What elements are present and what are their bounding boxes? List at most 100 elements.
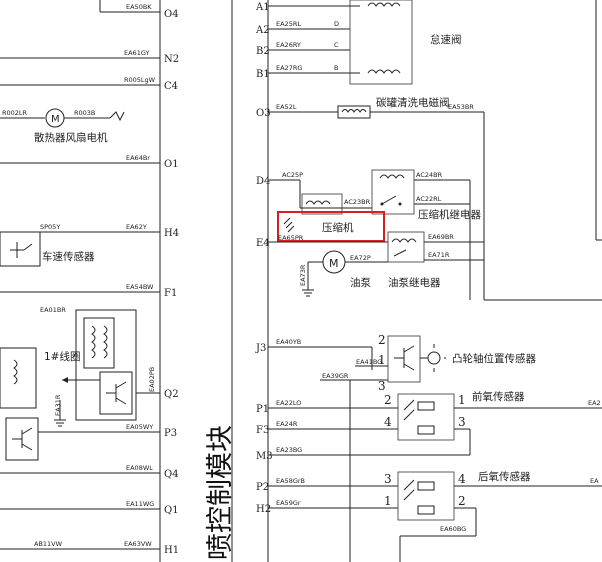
label-ea60: EA60BG [440, 525, 466, 533]
idle-valve-label: 怠速阀 [430, 33, 462, 46]
canister-valve-label: 碳罐清洗电磁阀 [376, 96, 450, 109]
pin-Q1: Q1 [164, 505, 179, 516]
compressor-relay-box [371, 169, 415, 215]
cam-sensor-symbol [427, 351, 441, 365]
pin-O1: O1 [164, 159, 179, 170]
rear-o2-icon [403, 479, 415, 501]
pin-H4: H4 [164, 228, 179, 239]
idle-pin-B: B [334, 64, 338, 72]
front-o2-pin-4: 4 [384, 415, 392, 429]
label-ea26: EA26RY [276, 41, 301, 49]
label-ac24: AC24BR [416, 171, 443, 179]
cam-sensor-label: 凸轮轴位置传感器 [452, 352, 536, 365]
oil-pump-relay-box [387, 231, 425, 263]
label-ab11: AB11VW [34, 540, 63, 548]
label-ea24: EA24R [276, 420, 298, 428]
label-ea01: EA01BR [40, 306, 66, 314]
injector-transistor-icon [12, 427, 33, 451]
oil-pump-ground-icon [302, 289, 314, 297]
front-o2-pin-2: 2 [384, 393, 392, 407]
transistor-icon [10, 242, 33, 258]
injector-driver-box [5, 417, 39, 461]
pin-C4: C4 [164, 81, 178, 92]
label-ea52: EA52L [276, 103, 297, 111]
label-ea27: EA27RG [276, 64, 302, 72]
pin-F3: F3 [256, 425, 269, 436]
oil-pump-coil-icon [391, 238, 417, 243]
label-ea62: EA62Y [126, 223, 147, 231]
ground-icon [109, 111, 125, 122]
ground-icon-2 [54, 419, 66, 427]
pin-H1: H1 [164, 545, 179, 556]
rear-o2-heater [417, 505, 435, 515]
front-o2-label: 前氧传感器 [472, 390, 525, 403]
front-o2-icon [403, 399, 415, 421]
compressor-highlight [277, 211, 385, 242]
fan-motor-m: M [51, 114, 60, 125]
label-ea73: EA73R [299, 264, 307, 286]
front-o2-element [417, 401, 435, 411]
rear-o2-pin-2: 2 [458, 494, 466, 508]
label-ea23: EA23BG [276, 446, 302, 454]
label-r005: R005LgW [124, 76, 156, 84]
compressor-relay-label: 压缩机继电器 [418, 208, 481, 221]
speed-sensor-label: 车速传感器 [42, 250, 95, 263]
oil-pump-switch-icon [393, 249, 407, 257]
coil-primary-icon [91, 325, 96, 359]
coil-inner-box [83, 317, 115, 369]
pin-N2: N2 [164, 54, 179, 65]
label-ea54: EA54BW [126, 283, 154, 291]
cam-sensor-transistor-icon [394, 345, 415, 371]
pin-J3: J3 [255, 343, 266, 354]
label-ea69: EA69BR [428, 233, 454, 241]
rear-o2-box [397, 471, 455, 521]
label-ea53: EA53BR [448, 103, 474, 111]
speed-sensor-box [0, 231, 41, 267]
injector-box-left [0, 347, 37, 409]
label-ea41: EA41BG [356, 358, 382, 366]
arrow-icon [62, 377, 68, 383]
cam-pin-3: 3 [378, 379, 386, 393]
coil-assembly-box [75, 309, 137, 421]
coil-secondary-icon [103, 325, 108, 359]
label-ea59: EA59Gr [276, 499, 301, 507]
label-ac25: AC25P [282, 171, 303, 179]
label-sp05: SP05Y [40, 223, 60, 231]
pin-P3: P3 [164, 428, 177, 439]
rear-o2-pin-1: 1 [384, 494, 392, 508]
compressor-coil-icon [305, 200, 331, 205]
switch-contact-b [398, 202, 402, 206]
cam-pin-1: 1 [378, 353, 386, 367]
label-ea02: EA02PB [148, 367, 156, 392]
idle-coil-bottom-icon [367, 69, 401, 74]
pin-A2: A2 [255, 25, 270, 36]
coil1-label: 1#线圈 [44, 350, 80, 363]
rear-o2-label: 后氧传感器 [478, 470, 531, 483]
pin-M3: M3 [256, 451, 273, 462]
label-ea05: EA05WY [126, 423, 153, 431]
idle-pin-D: D [334, 20, 339, 28]
compressor-label: 压缩机 [322, 221, 354, 234]
label-ea72: EA72P [350, 254, 371, 262]
rear-o2-element [417, 481, 435, 491]
front-o2-heater [417, 425, 435, 435]
pin-H2: H2 [256, 504, 271, 515]
label-ea64: EA64Br [126, 154, 150, 162]
idle-pin-C: C [334, 41, 339, 49]
front-o2-pin-3: 3 [458, 415, 466, 429]
label-ea2x: EA2 [588, 399, 601, 407]
label-eax: EA [590, 477, 599, 485]
injector-coil-icon [13, 359, 18, 385]
oil-pump-m: M [329, 257, 339, 270]
label-ea22: EA22LO [276, 399, 301, 407]
cam-sensor-rays-icon [422, 344, 446, 372]
label-ea61: EA61GY [124, 49, 150, 57]
oil-pump-label: 油泵 [350, 276, 371, 289]
pin-E4: E4 [256, 238, 270, 249]
label-ea11: EA11WG [126, 500, 154, 508]
pin-O3: O3 [256, 108, 271, 119]
label-r003: R003B [74, 109, 95, 117]
coil-transistor-icon [106, 381, 127, 405]
